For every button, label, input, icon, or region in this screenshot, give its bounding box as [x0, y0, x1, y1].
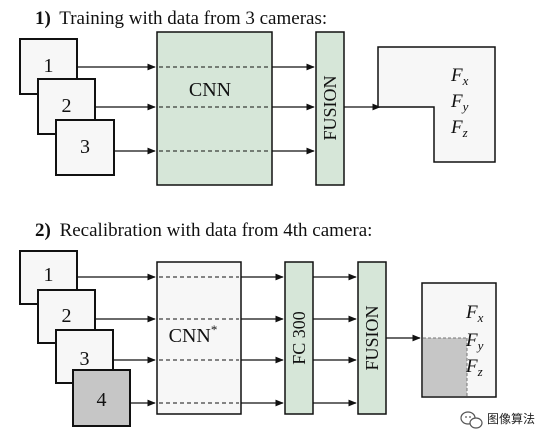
camera-1-label: 1: [44, 264, 54, 286]
cnn-block: [156, 31, 273, 186]
output-fx: Fx: [465, 302, 484, 325]
fusion-label: FUSION: [362, 305, 382, 370]
fc300-label: FC 300: [289, 311, 309, 365]
section2-title: Recalibration with data from 4th camera:: [60, 220, 373, 241]
wechat-icon: [460, 411, 483, 429]
cnn-star-label: CNN*: [169, 322, 218, 347]
camera-3-label: 3: [80, 136, 90, 158]
section1-title: Training with data from 3 cameras:: [59, 8, 327, 29]
fusion-block: [357, 261, 387, 415]
camera-3-label: 3: [80, 348, 90, 370]
watermark: 图像算法: [460, 411, 535, 429]
fusion-label: FUSION: [320, 75, 340, 140]
output-new-region-border: [423, 337, 468, 396]
section2-number: 2): [35, 220, 51, 241]
camera-2-label: 2: [62, 95, 72, 117]
fusion-block: [315, 31, 345, 186]
section2-camera-stack: 1 2 3 4: [19, 250, 131, 427]
camera-3-frame: [55, 119, 115, 176]
camera-1-label: 1: [44, 55, 54, 77]
output-new-region: [423, 338, 467, 396]
section1: 1) Training with data from 3 cameras: 1 …: [19, 8, 496, 186]
output-shape: [377, 46, 496, 163]
output-fy: Fy: [465, 330, 484, 353]
fc300-block: [284, 261, 314, 415]
camera-2-label: 2: [62, 305, 72, 327]
output-fz: Fz: [465, 356, 483, 379]
cnn-label: CNN: [189, 79, 231, 101]
output-fz: Fz: [450, 117, 468, 140]
cnn-star-block: [156, 261, 242, 415]
camera-4-frame: [72, 369, 131, 427]
watermark-text: 图像算法: [487, 411, 535, 426]
output-fx: Fx: [450, 65, 469, 88]
section1-header: 1) Training with data from 3 cameras:: [35, 8, 327, 29]
section2-header: 2) Recalibration with data from 4th came…: [35, 220, 372, 241]
section1-camera-stack: 1 2 3: [19, 38, 115, 176]
output-fy: Fy: [450, 91, 469, 114]
camera-4-label: 4: [97, 389, 107, 411]
section1-number: 1): [35, 8, 51, 29]
section2: 2) Recalibration with data from 4th came…: [19, 220, 497, 427]
